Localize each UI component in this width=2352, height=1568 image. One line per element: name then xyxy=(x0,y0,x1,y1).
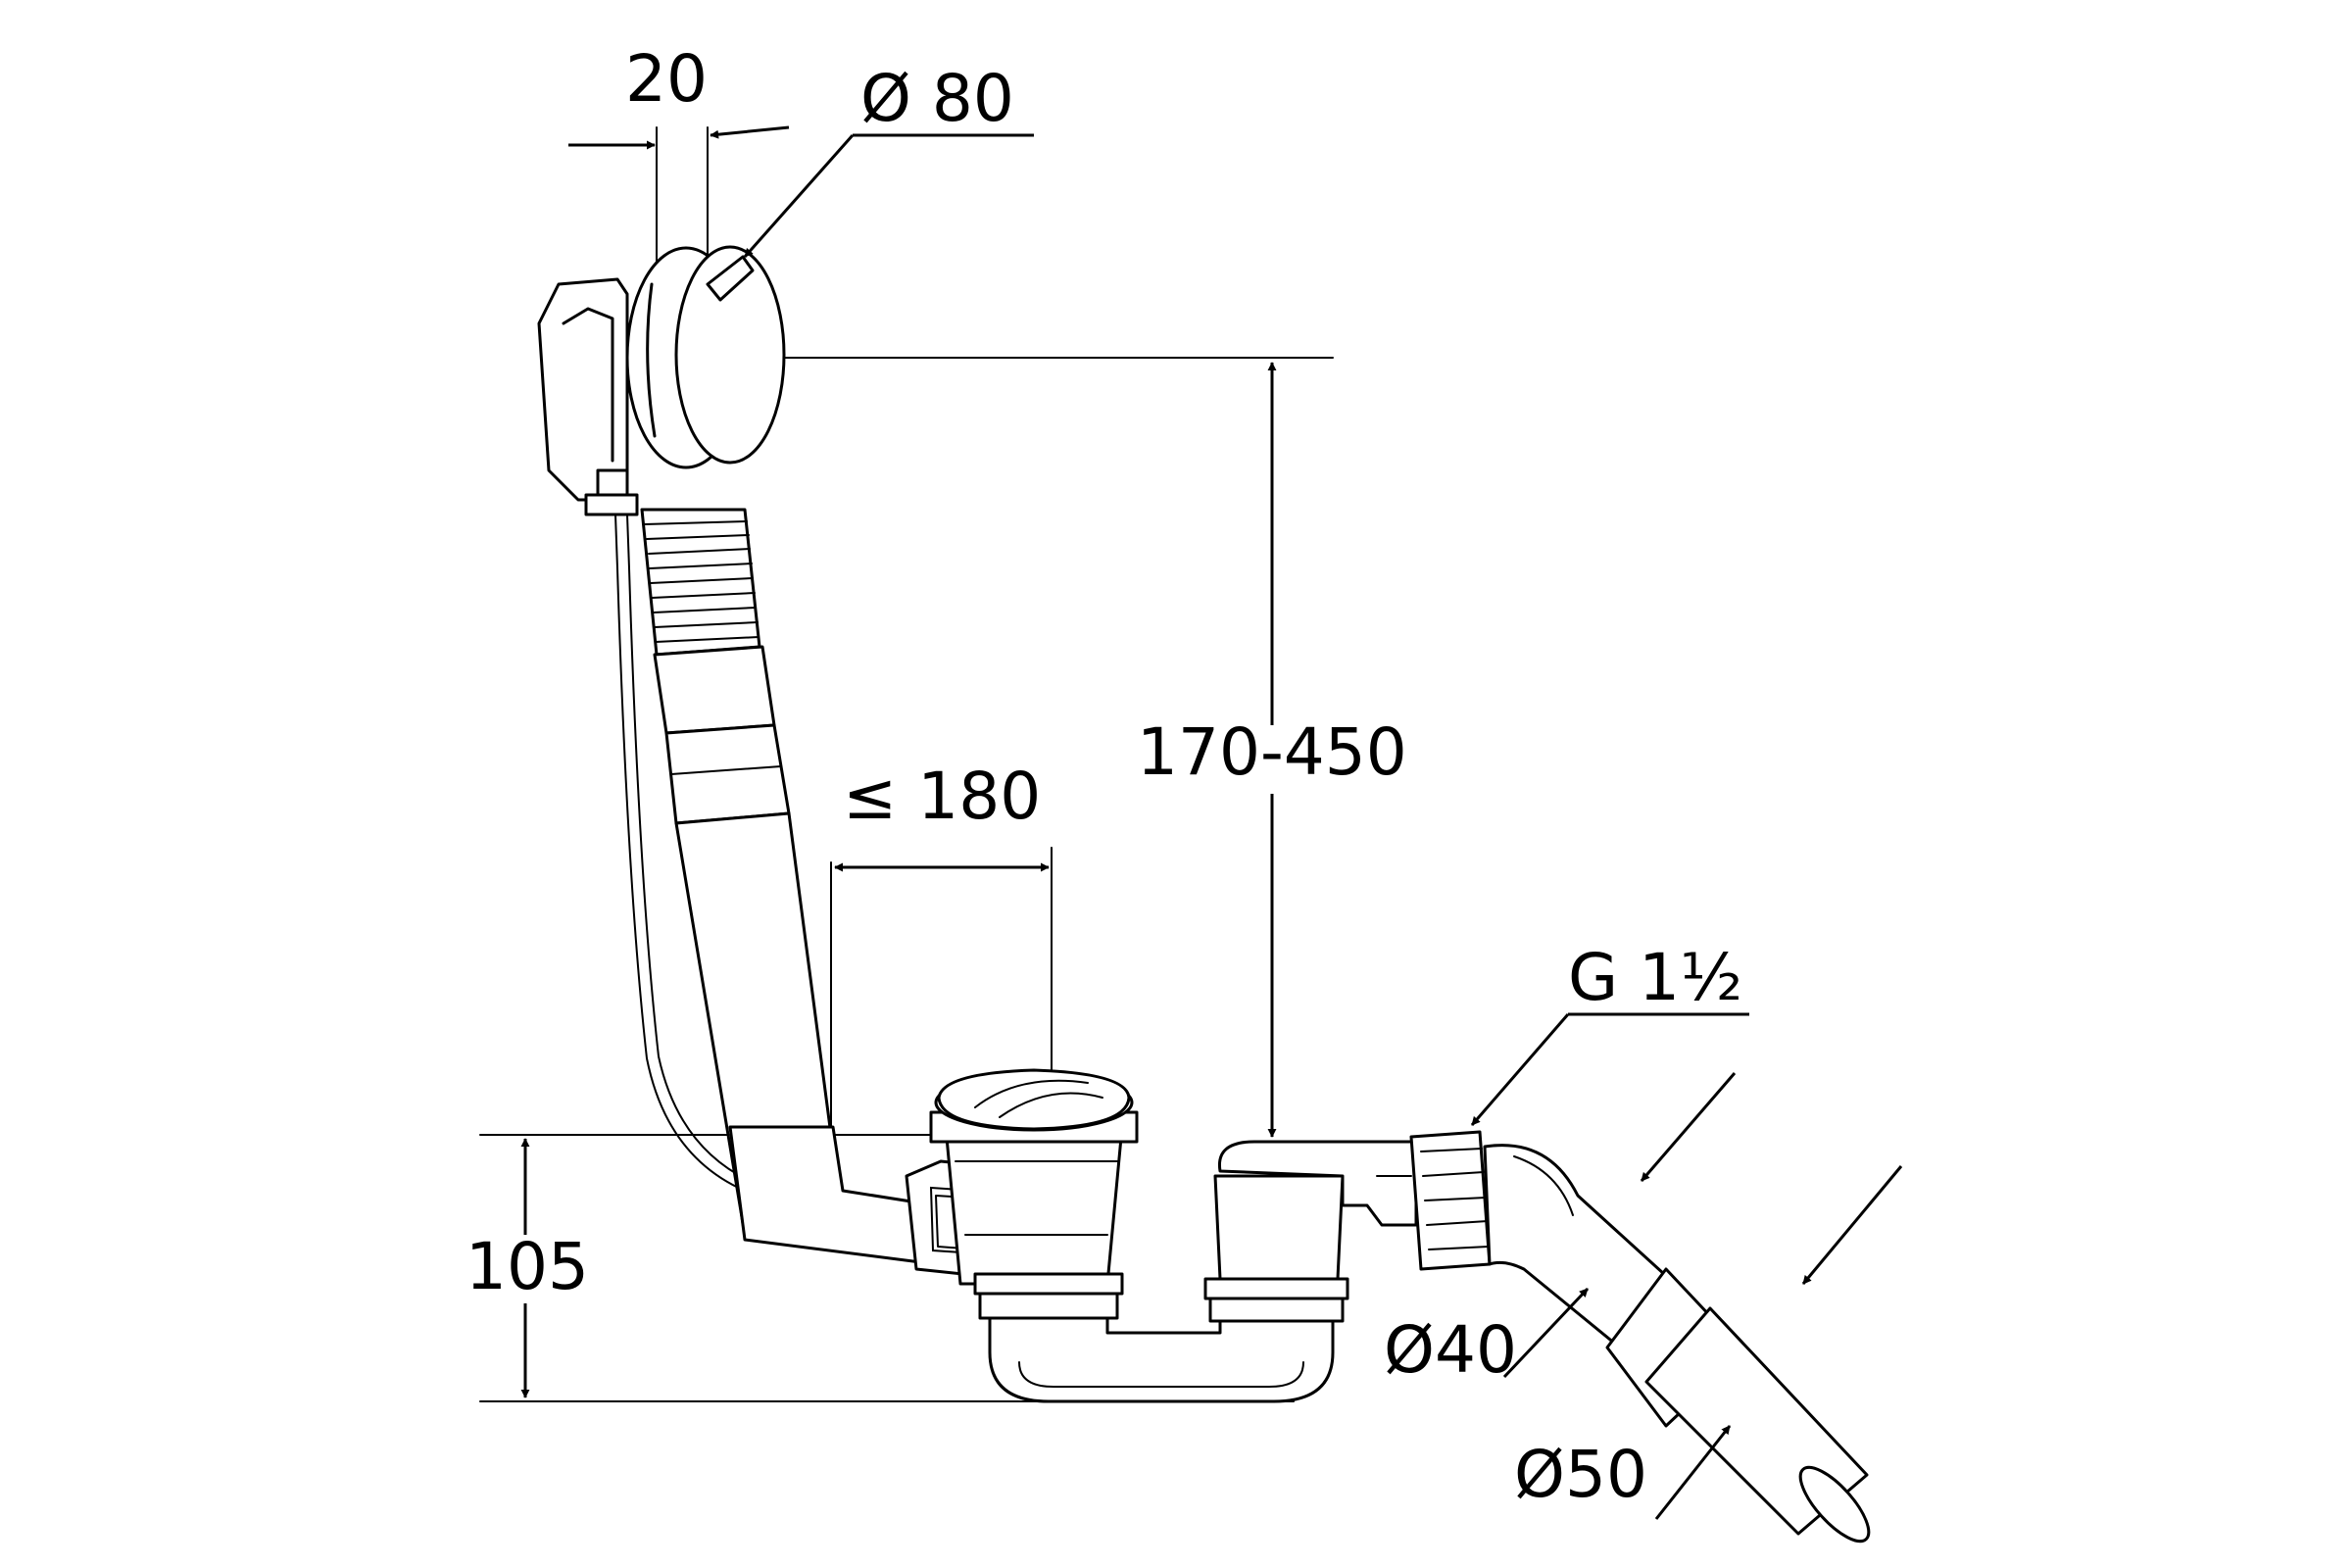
union-nut xyxy=(1409,1130,1492,1271)
dim-20 xyxy=(568,125,790,150)
trap xyxy=(988,1140,1418,1403)
overflow-hose xyxy=(640,508,938,1266)
label-dia-80: Ø 80 xyxy=(860,61,1014,136)
dim-40 xyxy=(1502,1072,1737,1379)
outlet-pipe xyxy=(1483,1144,1871,1544)
label-105: 105 xyxy=(466,1229,589,1304)
waste-valve xyxy=(905,1068,1139,1320)
dim-50 xyxy=(1654,1165,1903,1520)
label-dia-50: Ø50 xyxy=(1514,1437,1647,1512)
label-20: 20 xyxy=(625,41,708,117)
label-170-450: 170-450 xyxy=(1137,714,1407,790)
dim-80 xyxy=(743,133,1034,258)
overflow-head xyxy=(537,245,786,516)
label-max-180: ≤ 180 xyxy=(843,759,1042,834)
label-dia-40: Ø40 xyxy=(1384,1312,1517,1388)
label-thread: G 1½ xyxy=(1568,940,1743,1015)
dim-thread xyxy=(1470,1012,1749,1126)
